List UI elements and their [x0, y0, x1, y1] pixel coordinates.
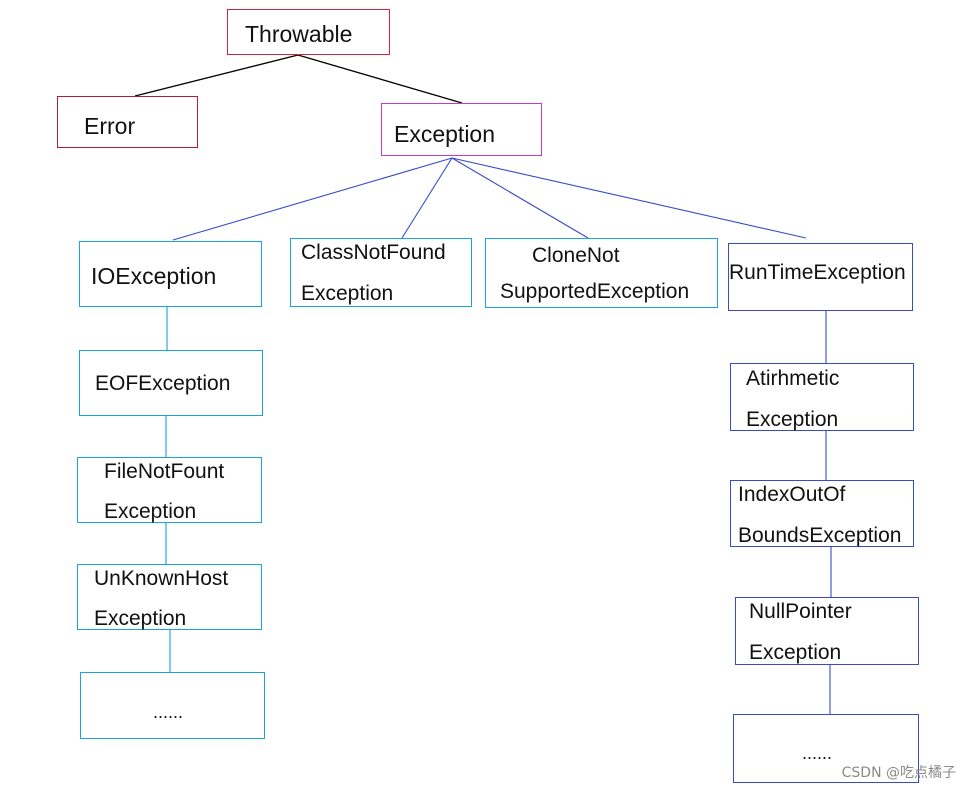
node-filenotfoundexception: FileNotFount Exception: [77, 457, 262, 523]
node-io-more: ......: [80, 672, 265, 739]
node-label: RunTimeException: [729, 261, 906, 284]
node-label-line2: Exception: [301, 282, 394, 305]
node-exception: Exception: [381, 103, 542, 156]
node-clonenotsupported: CloneNot SupportedException: [485, 238, 718, 308]
node-eofexception: EOFException: [79, 350, 263, 416]
node-unknownhostexception: UnKnownHost Exception: [77, 564, 262, 630]
node-label-line1: FileNotFount: [104, 460, 225, 483]
node-ioexception: IOException: [79, 241, 262, 307]
node-nullpointerexception: NullPointer Exception: [735, 597, 919, 665]
node-label-line1: CloneNot: [532, 244, 620, 267]
node-label-line2: Exception: [104, 500, 197, 523]
node-label-line2: SupportedException: [500, 280, 690, 303]
node-arithmeticexception: Atirhmetic Exception: [730, 363, 914, 431]
node-label: Throwable: [245, 21, 353, 47]
node-label: ......: [802, 743, 833, 763]
watermark: CSDN @吃点橘子: [841, 765, 956, 781]
node-label-line1: IndexOutOf: [738, 483, 846, 506]
node-classnotfound: ClassNotFound Exception: [290, 238, 472, 307]
node-runtime-more: ......: [733, 714, 919, 783]
node-throwable: Throwable: [227, 9, 390, 55]
node-runtimeexception: RunTimeException: [728, 243, 913, 311]
edge-exception-classnotfound: [401, 157, 453, 239]
node-label: Exception: [394, 121, 496, 147]
node-error: Error: [57, 96, 198, 148]
node-label-line2: BoundsException: [738, 524, 902, 547]
node-label-line1: UnKnownHost: [94, 567, 229, 590]
edge-exception-clonenotsupported: [451, 157, 589, 239]
node-label-line1: Atirhmetic: [746, 367, 840, 390]
node-label-line1: NullPointer: [749, 600, 852, 623]
node-label: IOException: [91, 263, 217, 289]
node-label: EOFException: [95, 372, 231, 395]
node-label: ......: [153, 702, 184, 722]
edge-exception-ioexception: [172, 157, 453, 241]
node-label-line2: Exception: [94, 607, 187, 630]
node-label-line2: Exception: [749, 641, 842, 664]
node-label-line1: ClassNotFound: [301, 241, 446, 264]
node-indexoutofboundsexception: IndexOutOf BoundsException: [730, 480, 914, 547]
edge-throwable-error: [134, 54, 299, 97]
edge-exception-runtime: [451, 157, 807, 239]
node-label-line2: Exception: [746, 408, 839, 431]
node-label: Error: [84, 113, 136, 139]
edge-throwable-exception: [297, 54, 463, 104]
